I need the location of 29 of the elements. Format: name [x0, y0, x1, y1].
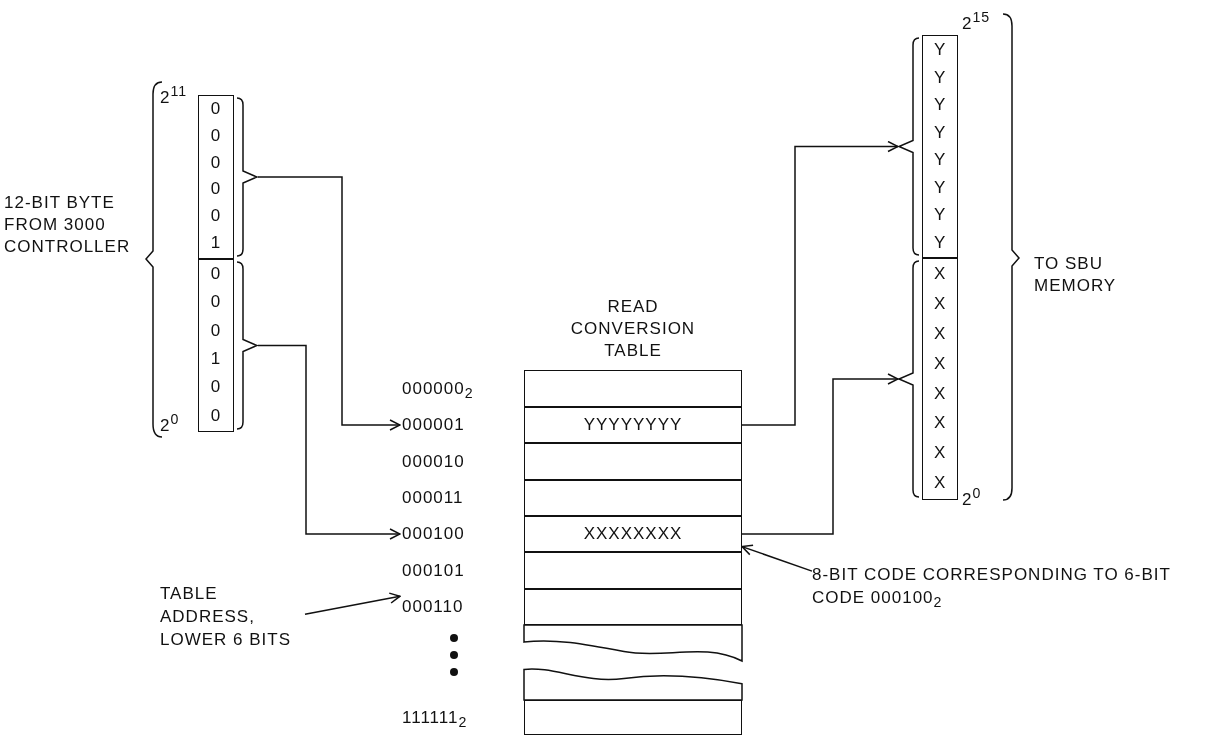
table-address: 000101	[402, 560, 465, 582]
label-text: READ CONVERSION TABLE	[569, 296, 697, 362]
connector-arrow	[257, 344, 401, 540]
label-text: TO SBU MEMORY	[1034, 253, 1118, 297]
table-row: XXXXXXXX	[524, 516, 742, 552]
bit-field: XXXXXXXX	[922, 258, 958, 500]
annotation-text: 8-BIT CODE CORRESPONDING TO 6-BIT CODE 000100$_{2}$	[812, 564, 1172, 613]
label-text: 2$^{11}$	[160, 82, 189, 109]
leader-arrow	[304, 592, 401, 615]
leader-arrow	[741, 544, 813, 572]
label-text: 2$^{15}$	[962, 8, 992, 35]
label-text: 2$^{0}$	[962, 484, 983, 511]
connector-arrow	[741, 373, 899, 535]
bit-field: 000001	[198, 95, 234, 259]
table-address: 000001	[402, 414, 465, 436]
table-row: YYYYYYYY	[524, 407, 742, 443]
table-address: 000100	[402, 523, 465, 545]
label-text: 2$^{0}$	[160, 410, 181, 437]
table-address: 000011	[402, 487, 464, 509]
bit-field: 000100	[198, 259, 234, 432]
connector-arrow	[741, 140, 899, 426]
table-address: 111111$_{2}$	[402, 707, 468, 733]
table-address: 000110	[402, 596, 464, 618]
table-address: 000000$_{2}$	[402, 378, 474, 404]
table-address: 000010	[402, 451, 465, 473]
connector-arrow	[257, 176, 401, 431]
label-text: 12-BIT BYTE FROM 3000 CONTROLLER	[4, 192, 132, 258]
annotation-text: TABLE ADDRESS, LOWER 6 BITS	[160, 583, 293, 651]
bit-field: YYYYYYYY	[922, 35, 958, 258]
